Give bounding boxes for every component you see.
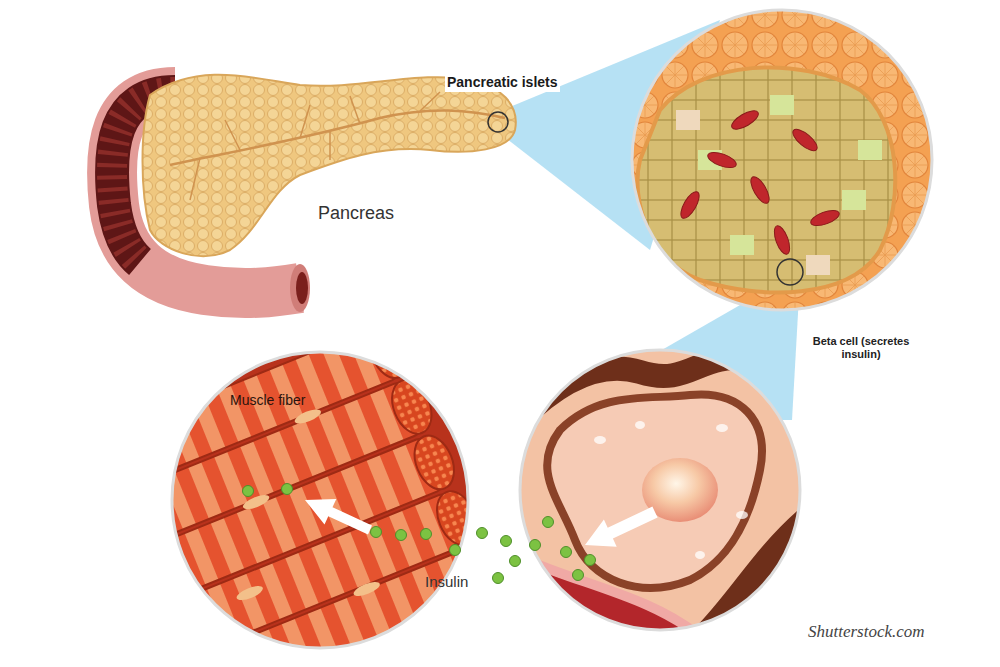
pancreatic-duct <box>170 110 505 165</box>
hormone-label: Insulin <box>425 573 468 591</box>
islet-view-rim <box>632 10 932 310</box>
beta-cell-body <box>547 394 762 587</box>
insulin-molecule <box>585 555 596 566</box>
duodenum-opening <box>296 272 308 304</box>
islet-marker <box>488 112 508 132</box>
red-blood-cell <box>729 107 761 132</box>
delta-cell <box>806 255 830 275</box>
red-blood-cell <box>677 189 702 221</box>
insulin-granule <box>716 424 728 432</box>
insulin-molecule <box>573 570 584 581</box>
duodenum-opening <box>290 264 310 312</box>
fiber-cross-section <box>407 430 461 495</box>
pancreas <box>143 75 516 256</box>
fiber-cross-section <box>430 485 484 550</box>
blood-vessel <box>515 560 705 645</box>
organ-label: Pancreatic islets <box>445 73 560 92</box>
muscle-fibers <box>64 318 507 667</box>
alpha-cell <box>858 140 882 160</box>
beta-cell-circle: Beta cell (secretes insulin) <box>520 350 800 630</box>
insulin-granule <box>695 551 705 559</box>
insulin-molecule <box>282 484 293 495</box>
insulin-granule <box>736 511 748 519</box>
part-label: Beta cell (secretes insulin) <box>805 334 917 362</box>
beta-cell-marker <box>777 259 803 285</box>
muscle-nucleus <box>293 407 323 427</box>
red-blood-cell <box>771 224 793 256</box>
insulin-molecule <box>421 529 432 540</box>
islet-view <box>630 8 935 313</box>
insulin-molecule <box>530 540 541 551</box>
insulin-molecule <box>371 527 382 538</box>
insulin-molecule <box>561 547 572 558</box>
insulin-molecule <box>501 536 512 547</box>
muscle-nucleus <box>352 579 382 599</box>
islet-cells <box>638 67 896 292</box>
muscle-view <box>64 318 507 667</box>
red-blood-cell <box>809 207 841 229</box>
insulin-granule <box>635 421 645 429</box>
muscle-nucleus <box>235 583 265 603</box>
acinar-tissue <box>630 8 935 313</box>
insulin-granule <box>594 436 606 444</box>
tissue-ground <box>518 348 803 633</box>
alpha-cell <box>770 95 794 115</box>
beta-cell-view-rim <box>520 350 800 630</box>
pancreas-body <box>143 75 516 256</box>
organ-label: Pancreas <box>318 203 394 225</box>
watermark: Shutterstock.com <box>808 622 925 642</box>
uptake-arrow <box>305 499 372 535</box>
duct-branch <box>190 92 440 200</box>
beta-cell-view <box>515 348 805 645</box>
fiber-cross-section <box>362 318 416 383</box>
insulin-molecule <box>543 517 554 528</box>
insulin-molecule <box>396 530 407 541</box>
insulin-molecule <box>493 573 504 584</box>
alpha-cell <box>730 235 754 255</box>
insulin-molecule <box>243 486 254 497</box>
insulin-molecule <box>477 528 488 539</box>
insulin-molecule <box>450 545 461 556</box>
muscle-fiber-circle: Muscle fiber <box>172 352 468 648</box>
red-blood-cell <box>790 126 821 154</box>
secretion-arrow <box>585 507 658 547</box>
delta-cell <box>676 110 700 130</box>
red-blood-cell <box>747 174 772 206</box>
alpha-cell <box>842 190 866 210</box>
part-label: Muscle fiber <box>230 392 305 409</box>
muscle-view-rim <box>172 352 468 648</box>
red-blood-cell <box>706 149 738 171</box>
insulin-molecule <box>510 556 521 567</box>
